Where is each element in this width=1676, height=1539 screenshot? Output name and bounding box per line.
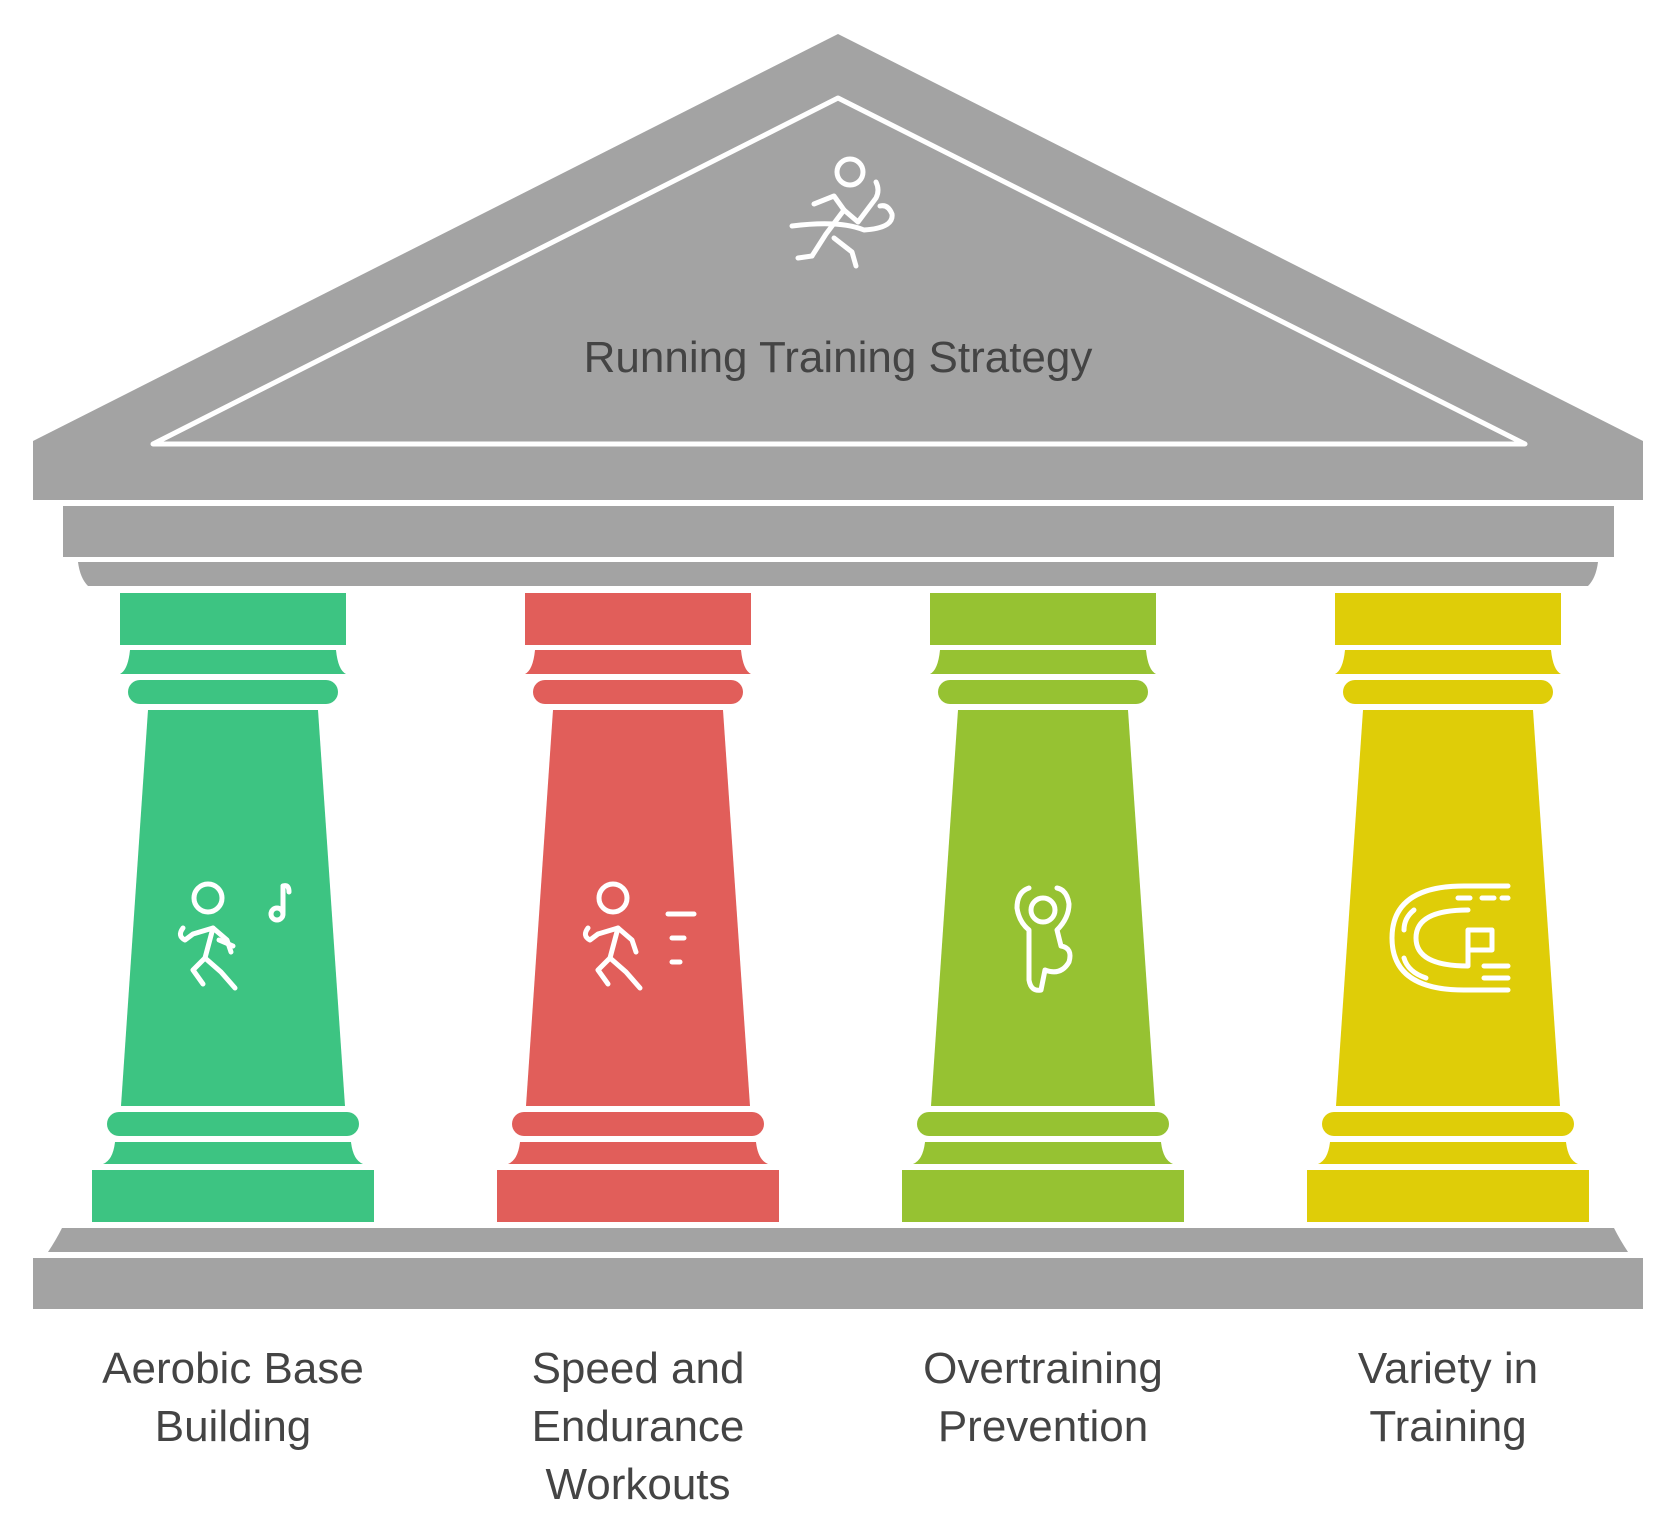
pillar-capital-block	[930, 593, 1156, 645]
pillar-aerobic-base-building	[92, 593, 374, 1222]
pillar-capital-neck	[525, 650, 751, 674]
pillar-capital-block	[525, 593, 751, 645]
pillar-base-ring	[1322, 1112, 1574, 1136]
pillar-plinth	[497, 1170, 779, 1222]
pillar-capital-block	[120, 593, 346, 645]
pillar-speed-and-endurance-workouts	[497, 593, 779, 1222]
pillar-base-neck	[103, 1142, 363, 1164]
pillar-base-neck	[1318, 1142, 1578, 1164]
entablature-top	[63, 506, 1614, 557]
pillar-label-speed-and-endurance-workouts: Speed and Endurance Workouts	[531, 1344, 745, 1509]
finish-line-runner-icon	[789, 156, 895, 269]
roof-pediment	[33, 34, 1643, 500]
pillar-capital-neck	[930, 650, 1156, 674]
diagram-title: Running Training Strategy	[583, 333, 1093, 382]
entablature-molding	[78, 562, 1598, 586]
fast-runner-icon	[582, 881, 697, 991]
stretching-person-icon	[1014, 885, 1073, 993]
roof	[33, 34, 1643, 586]
base-slab	[33, 1258, 1643, 1309]
pillar-shaft	[1336, 710, 1560, 1106]
pillar-overtraining-prevention	[902, 593, 1184, 1222]
pillar-shaft	[526, 710, 750, 1106]
pillar-capital-neck	[120, 650, 346, 674]
roof-inner-outline	[150, 95, 1528, 447]
pillar-capital-block	[1335, 593, 1561, 645]
pillar-plinth	[1307, 1170, 1589, 1222]
pillar-base-ring	[917, 1112, 1169, 1136]
base-molding	[48, 1228, 1628, 1252]
pillar-base-neck	[508, 1142, 768, 1164]
pillar-plinth	[92, 1170, 374, 1222]
pillar-capital-neck	[1335, 650, 1561, 674]
temple-base	[33, 1228, 1643, 1309]
pillar-variety-in-training	[1307, 593, 1589, 1222]
pillar-capital-ring	[938, 680, 1148, 704]
pillar-capital-ring	[533, 680, 743, 704]
running-track-icon	[1389, 883, 1511, 993]
pillar-base-neck	[913, 1142, 1173, 1164]
pillar-base-ring	[512, 1112, 764, 1136]
pillar-label-variety-in-training: Variety in Training	[1357, 1344, 1539, 1451]
pillar-label-aerobic-base-building: Aerobic Base Building	[102, 1344, 364, 1451]
pillar-label-overtraining-prevention: Overtraining Prevention	[923, 1344, 1163, 1451]
runner-with-music-icon	[177, 881, 292, 991]
pillar-shaft	[931, 710, 1155, 1106]
pillar-shaft	[121, 710, 345, 1106]
pillar-capital-ring	[1343, 680, 1553, 704]
pillar-base-ring	[107, 1112, 359, 1136]
pillar-plinth	[902, 1170, 1184, 1222]
pillar-capital-ring	[128, 680, 338, 704]
